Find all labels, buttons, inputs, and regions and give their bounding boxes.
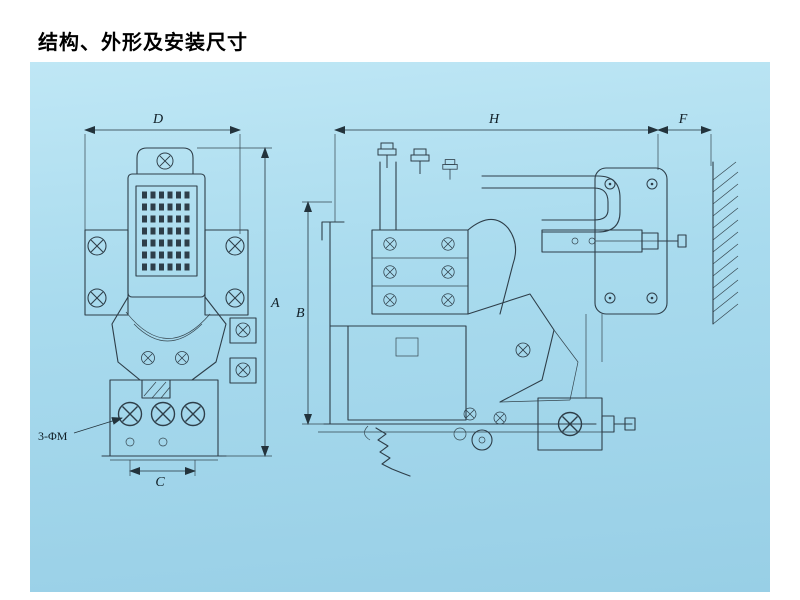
dimension-c: C [129,460,196,490]
side-armature [463,218,579,425]
clamp-strip [541,229,687,253]
hole-note-label: 3-ΦM [38,429,68,443]
dim-label-h: H [488,112,500,127]
base-block [101,379,227,461]
dim-label-a: A [270,296,280,311]
hole-callout: 3-ΦM [38,417,123,443]
dimension-f: F [657,112,712,166]
dimension-d: D [84,112,241,234]
contactor-body [127,173,206,298]
coil-box [329,325,467,421]
busbar-loop [481,175,621,233]
blueprint-panel: D [30,62,770,592]
dim-label-c: C [155,475,165,490]
side-view: H F B [296,112,739,477]
dim-label-f: F [678,112,688,127]
dimension-b: B [296,201,332,425]
armature-mechanism [111,296,227,381]
top-bracket [136,147,194,175]
frame-edge [321,221,345,425]
dimension-a: A [197,147,280,457]
mounting-wall-hatch [712,161,739,325]
roller-cam [453,427,493,451]
right-ear [204,229,249,316]
return-spring [364,425,411,477]
left-ear [84,229,129,316]
dimension-h: H [334,112,659,222]
lower-bracket [537,314,636,451]
page-title: 结构、外形及安装尺寸 [38,32,248,54]
technical-drawing: D [38,112,739,490]
front-view: D [38,112,280,490]
terminal-block [371,229,469,315]
mounting-plate [594,167,668,315]
right-terminal-pads [229,317,257,384]
base-rail [318,423,602,433]
dim-label-b: B [296,306,305,321]
contact-grid [135,185,198,277]
dim-label-d: D [152,112,163,127]
top-terminals [377,142,458,231]
